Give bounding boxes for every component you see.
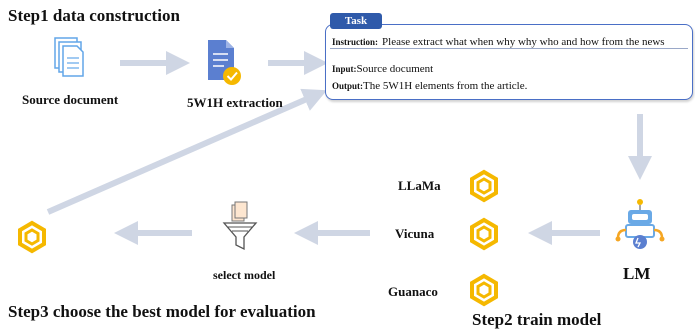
flow-arrows (46, 51, 652, 245)
funnel-icon (222, 201, 258, 251)
instruction-value: Please extract what when why why who and… (382, 36, 665, 48)
input-value: Source document (356, 63, 434, 75)
task-card (325, 24, 693, 100)
instruction-line: Instruction: Please extract what when wh… (332, 32, 665, 50)
step2-title: Step2 train model (472, 310, 602, 329)
model-label-llama: LLaMa (398, 178, 441, 193)
output-value: The 5W1H elements from the article. (363, 80, 528, 92)
best-model-hexagon-icon (18, 220, 46, 254)
model-label-vicuna: Vicuna (395, 226, 435, 241)
extraction-label: 5W1H extraction (187, 95, 283, 110)
documents-icon (54, 37, 84, 77)
step1-title: Step1 data construction (8, 6, 180, 25)
hexagon-model-icon (470, 273, 498, 307)
model-label-guanaco: Guanaco (388, 284, 438, 299)
document-check-icon (208, 40, 241, 85)
step3-title: Step3 choose the best model for evaluati… (8, 302, 316, 321)
source-document-label: Source document (22, 92, 119, 107)
output-line: Output:The 5W1H elements from the articl… (332, 76, 527, 94)
arrow-best-to-task (46, 88, 327, 215)
task-tab: Task (330, 13, 382, 29)
hexagon-model-icon (470, 169, 498, 203)
input-key: Input: (332, 64, 357, 74)
robot-icon (615, 199, 665, 249)
task-divider (330, 48, 688, 49)
hexagon-model-icon (470, 217, 498, 251)
select-model-label: select model (213, 268, 276, 282)
input-line: Input:Source document (332, 59, 433, 77)
instruction-key: Instruction: (332, 37, 379, 47)
lm-label: LM (623, 264, 651, 283)
output-key: Output: (332, 81, 364, 91)
